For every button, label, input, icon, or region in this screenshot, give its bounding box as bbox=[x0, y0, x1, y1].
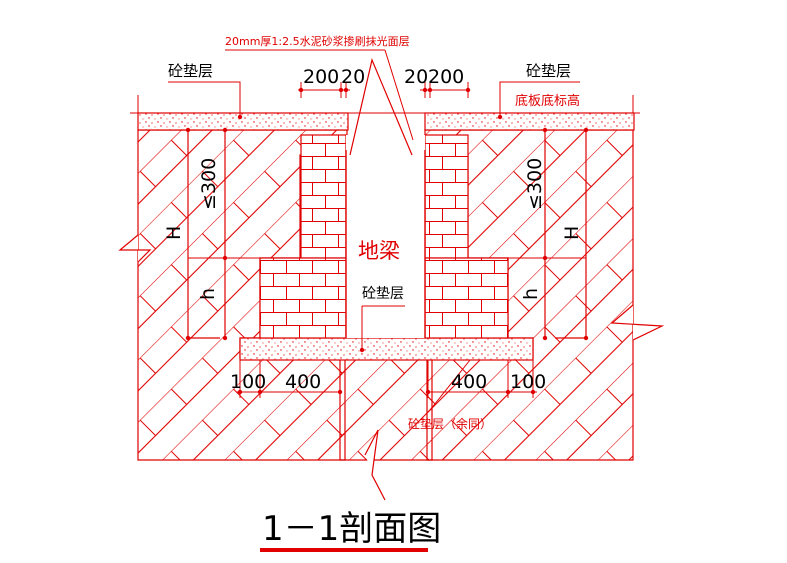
cushion-top-right bbox=[424, 112, 635, 131]
cushion-top-left bbox=[137, 112, 349, 131]
dim-top-left-b: 20 bbox=[341, 66, 365, 88]
dim-h-right: h bbox=[520, 288, 542, 300]
cushion-left-label: 砼垫层 bbox=[168, 62, 213, 80]
brick-wall-right-upper bbox=[424, 134, 469, 259]
finish-note-leader bbox=[349, 58, 413, 156]
brick-wall-left-lower bbox=[259, 257, 347, 339]
dim-H-right: H bbox=[561, 226, 583, 240]
dim-bottom-left-a: 100 bbox=[230, 371, 266, 393]
cushion-rest-label: 砼垫层（余同） bbox=[408, 416, 492, 431]
dim-height-limit-right: ≤300 bbox=[524, 158, 546, 210]
dim-bottom-right-a: 400 bbox=[451, 371, 487, 393]
dim-top-right-a: 20 bbox=[404, 66, 428, 88]
base-elevation-label: 底板底标高 bbox=[515, 93, 580, 109]
dim-h-left: h bbox=[197, 288, 219, 300]
cushion-right-leader bbox=[499, 81, 580, 117]
dim-bottom-right-b: 100 bbox=[510, 371, 546, 393]
cushion-bottom bbox=[239, 337, 534, 361]
finish-note-diag bbox=[384, 49, 414, 141]
ground-beam-label: 地梁 bbox=[358, 239, 400, 263]
dim-H-left: H bbox=[163, 226, 185, 240]
dimension-ticks bbox=[185, 87, 589, 395]
drawing-title: 1－1剖面图 bbox=[262, 509, 441, 549]
finish-note-label: 20mm厚1:2.5水泥砂浆掺刷抹光面层 bbox=[225, 34, 410, 48]
beam-trench bbox=[346, 135, 425, 338]
cushion-center-label: 砼垫层 bbox=[362, 286, 404, 302]
dim-height-limit-left: ≤300 bbox=[198, 158, 220, 210]
soil-bottom-block bbox=[339, 357, 433, 461]
cushion-right-label: 砼垫层 bbox=[526, 62, 571, 80]
break-symbol-right bbox=[610, 304, 665, 341]
dim-bottom-left-b: 400 bbox=[285, 371, 321, 393]
break-symbol-bottom bbox=[364, 429, 386, 501]
brick-wall-right-lower bbox=[424, 257, 509, 339]
break-symbol-left bbox=[118, 234, 152, 263]
dim-top-right-b: 200 bbox=[428, 66, 464, 88]
brick-wall-left-upper bbox=[300, 134, 347, 259]
cushion-left-leader bbox=[168, 81, 241, 117]
dim-top-left-a: 200 bbox=[303, 66, 339, 88]
cushion-rest-leader bbox=[429, 359, 471, 411]
